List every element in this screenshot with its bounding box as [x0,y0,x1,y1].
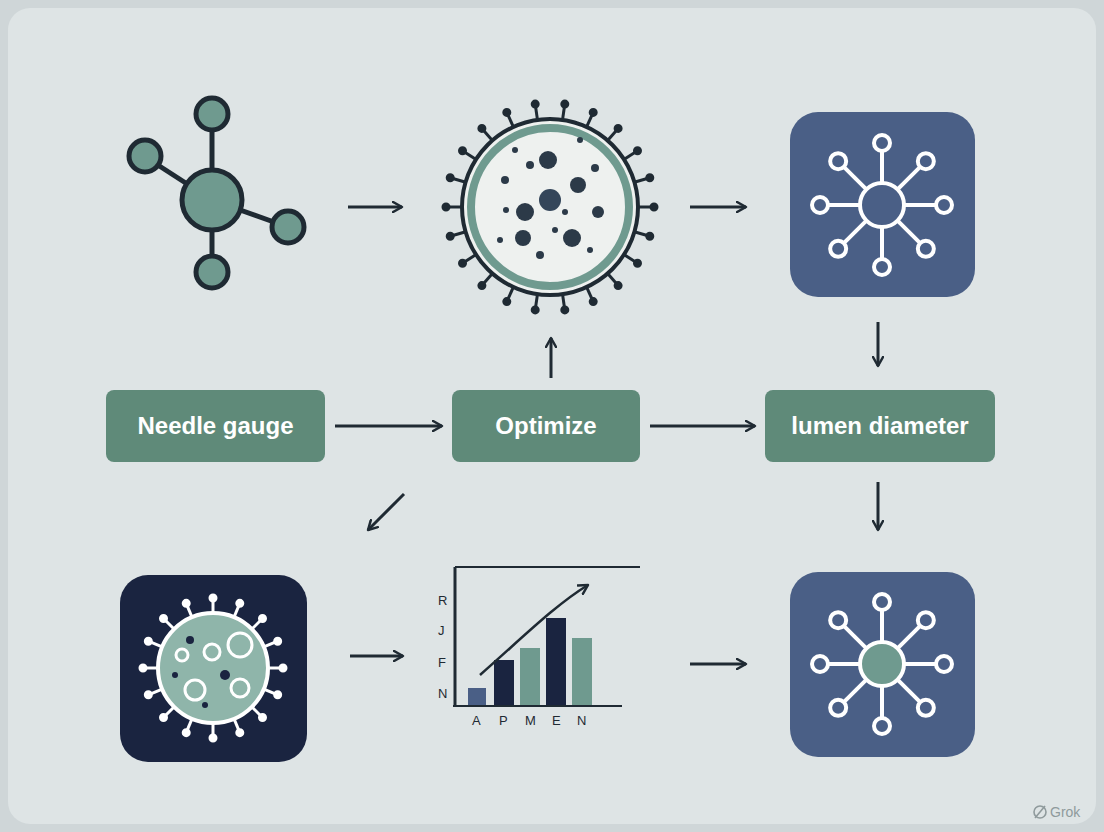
axis-label: F [438,656,446,669]
flow-arrow [335,425,442,428]
bar-chart [453,567,640,706]
axis-label: N [438,687,447,700]
process-box: Needle gauge [106,390,325,462]
process-box: lumen diameter [765,390,995,462]
panel [8,8,1096,824]
axis-label: M [525,714,536,727]
axis-label: P [499,714,508,727]
molecule-icon [129,98,304,288]
flow-arrow [650,425,755,428]
box-label: Needle gauge [137,412,293,440]
molecule-tile [790,112,975,297]
virus-tile [120,575,307,762]
axis-label: E [552,714,561,727]
axis-label: A [472,714,481,727]
axis-label: J [438,624,445,637]
axis-label: N [577,714,586,727]
box-label: lumen diameter [791,412,968,440]
axis-label: R [438,594,447,607]
box-label: Optimize [495,412,596,440]
watermark-logo [1034,806,1046,818]
process-box: Optimize [452,390,640,462]
molecule-tile [790,572,975,757]
watermark: Grok [1050,805,1080,819]
virus-icon [443,101,657,313]
